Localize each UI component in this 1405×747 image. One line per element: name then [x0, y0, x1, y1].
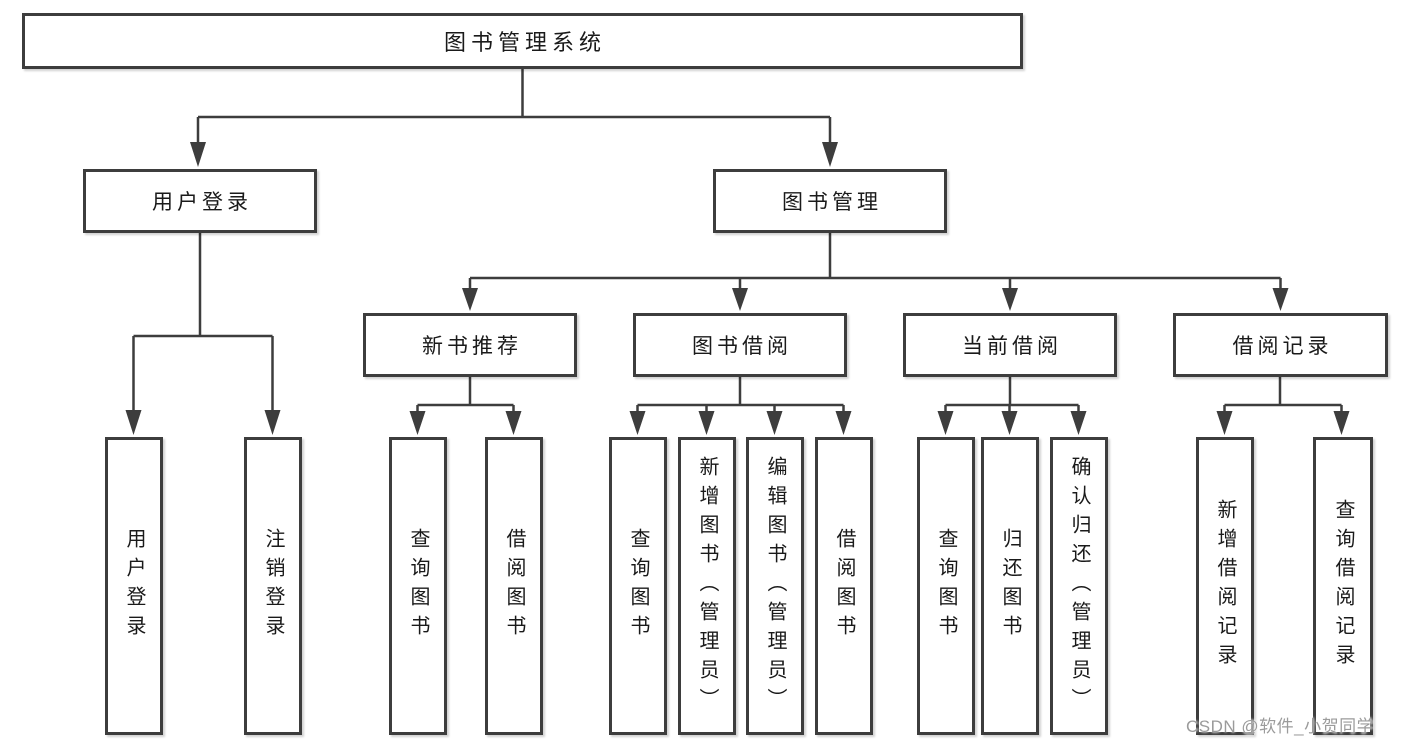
connector-user-login: [125, 233, 281, 435]
node-label: 新增图书（管理员）: [696, 455, 718, 717]
node-leaf-logout: 注销登录: [244, 437, 302, 735]
connector-book-borrow: [629, 377, 852, 435]
node-leaf-query-books-current: 查询图书: [917, 437, 975, 735]
node-label: 新书推荐: [422, 335, 522, 358]
node-new-book-recommend: 新书推荐: [363, 313, 577, 377]
node-user-login: 用户登录: [83, 169, 317, 233]
node-label: 查询借阅记录: [1332, 499, 1354, 673]
node-label: 当前借阅: [962, 335, 1062, 358]
node-book-management: 图书管理: [713, 169, 947, 233]
node-label: 确认归还（管理员）: [1068, 455, 1090, 717]
node-label: 新增借阅记录: [1214, 499, 1236, 673]
watermark: CSDN @软件_小贺同学: [1186, 717, 1375, 736]
node-leaf-user-login: 用户登录: [105, 437, 163, 735]
node-label: 查询图书: [935, 528, 957, 644]
node-leaf-borrow-books: 借阅图书: [815, 437, 873, 735]
node-label: 图书管理: [782, 191, 882, 214]
node-leaf-add-book-admin: 新增图书（管理员）: [678, 437, 736, 735]
node-label: 图书管理系统: [443, 30, 606, 55]
node-label: 查询图书: [627, 528, 649, 644]
node-label: 用户登录: [152, 191, 252, 214]
node-label: 借阅记录: [1232, 335, 1333, 358]
connector-book-management: [462, 233, 1289, 311]
node-library-management-system: 图书管理系统: [22, 13, 1023, 69]
node-leaf-confirm-return-admin: 确认归还（管理员）: [1050, 437, 1108, 735]
node-label: 归还图书: [999, 528, 1021, 644]
node-current-borrow: 当前借阅: [903, 313, 1117, 377]
node-leaf-edit-book-admin: 编辑图书（管理员）: [746, 437, 804, 735]
node-leaf-return-book: 归还图书: [981, 437, 1039, 735]
node-label: 用户登录: [123, 528, 145, 644]
node-leaf-add-borrow-record: 新增借阅记录: [1196, 437, 1254, 735]
node-leaf-query-books-recommend: 查询图书: [389, 437, 447, 735]
node-label: 图书借阅: [692, 335, 792, 358]
node-label: 编辑图书（管理员）: [764, 455, 786, 717]
connector-borrow-records: [1216, 377, 1350, 435]
node-leaf-query-borrow-record: 查询借阅记录: [1313, 437, 1373, 735]
connector-root: [190, 69, 838, 167]
node-borrow-records: 借阅记录: [1173, 313, 1388, 377]
node-label: 注销登录: [262, 528, 284, 644]
connector-current-borrow: [937, 377, 1087, 435]
node-label: 借阅图书: [833, 528, 855, 644]
node-leaf-query-books-borrow: 查询图书: [609, 437, 667, 735]
connector-new-book-recommend: [409, 377, 522, 435]
node-leaf-borrow-books-recommend: 借阅图书: [485, 437, 543, 735]
node-label: 借阅图书: [503, 528, 525, 644]
node-label: 查询图书: [407, 528, 429, 644]
node-book-borrow: 图书借阅: [633, 313, 847, 377]
